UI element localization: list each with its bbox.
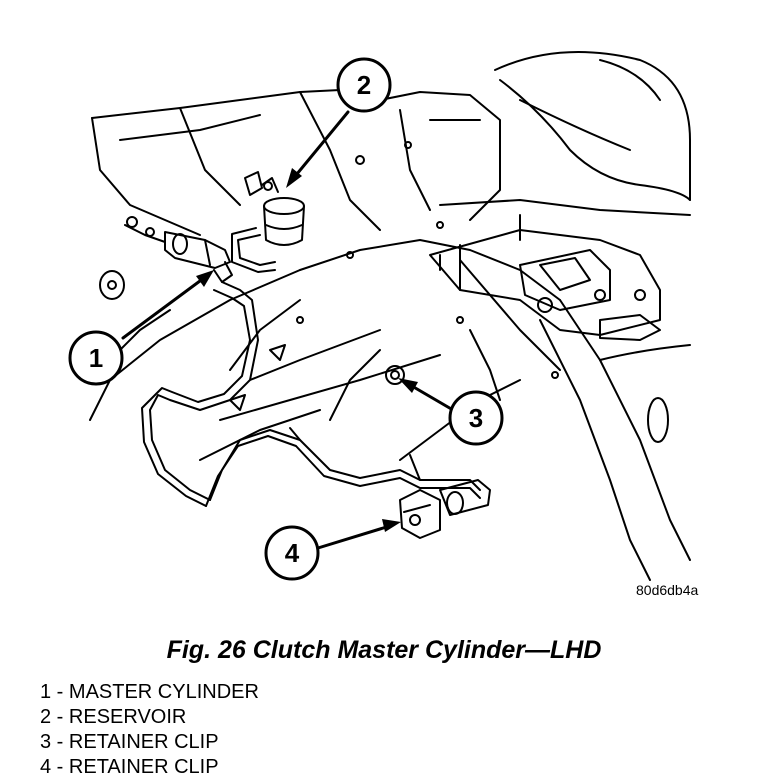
retainer-clip-part <box>385 365 405 385</box>
legend-num: 1 <box>40 681 52 703</box>
legend-item: 4 - RETAINER CLIP <box>40 755 259 780</box>
body-panels <box>89 51 691 581</box>
legend: 1 - MASTER CYLINDER 2 - RESERVOIR 3 - RE… <box>40 680 259 780</box>
master-cylinder-part <box>124 216 233 283</box>
legend-sep: - <box>51 731 69 753</box>
legend-num: 3 <box>40 731 52 753</box>
figure-caption: Fig. 26 Clutch Master Cylinder—LHD <box>166 636 602 664</box>
legend-item: 3 - RETAINER CLIP <box>40 730 259 755</box>
legend-num: 2 <box>40 706 52 728</box>
callout-1-number: 1 <box>89 343 103 373</box>
callout-3-number: 3 <box>469 403 483 433</box>
reservoir-part <box>244 171 305 246</box>
callout-4-number: 4 <box>285 538 300 568</box>
hydraulic-line <box>141 227 481 507</box>
callout-2: 2 <box>286 57 392 188</box>
legend-item: 1 - MASTER CYLINDER <box>40 680 259 705</box>
legend-num: 4 <box>40 756 52 778</box>
legend-label: RESERVOIR <box>68 706 187 728</box>
quick-connect-coupler <box>399 479 491 539</box>
legend-label: MASTER CYLINDER <box>68 681 259 703</box>
legend-item: 2 - RESERVOIR <box>40 705 259 730</box>
clutch-master-cylinder-illustration: 1 2 3 4 <box>68 51 691 581</box>
legend-sep: - <box>51 681 69 703</box>
callout-2-number: 2 <box>357 70 371 100</box>
callout-3: 3 <box>398 378 504 446</box>
legend-sep: - <box>51 706 69 728</box>
legend-label: RETAINER CLIP <box>68 756 219 778</box>
callout-1: 1 <box>68 270 214 386</box>
image-code: 80d6db4a <box>636 582 699 598</box>
legend-label: RETAINER CLIP <box>68 731 219 753</box>
legend-sep: - <box>51 756 69 778</box>
callout-4: 4 <box>264 519 401 581</box>
mounting-bracket <box>429 214 661 341</box>
